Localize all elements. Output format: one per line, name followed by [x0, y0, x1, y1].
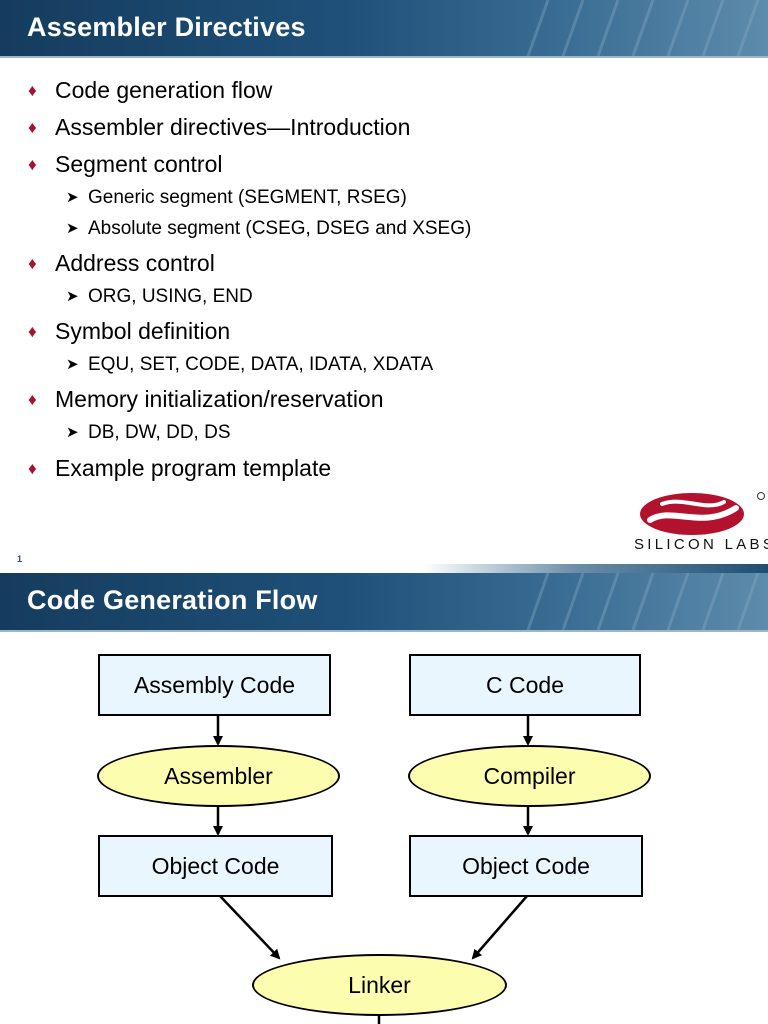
slide-title: Code Generation Flow — [27, 585, 318, 615]
c-code-box: C Code — [409, 654, 641, 716]
title-bar-stripes — [526, 0, 760, 56]
flow-arrows — [213, 716, 533, 1024]
sub-bullet-item: ➤Generic segment (SEGMENT, RSEG) — [66, 187, 407, 208]
arrowhead-bullet-icon: ➤ — [66, 189, 79, 206]
assembly-code-box: Assembly Code — [98, 654, 331, 716]
bullet-item: ♦Address control — [28, 250, 215, 276]
bullet-item: ♦Assembler directives—Introduction — [28, 114, 411, 140]
title-bar: Assembler Directives — [0, 0, 768, 58]
arrow-object-left-to-linker — [219, 895, 281, 960]
linker-oval: Linker — [252, 954, 507, 1016]
diamond-bullet-icon: ♦ — [28, 254, 37, 273]
sub-bullet-item: ➤EQU, SET, CODE, DATA, IDATA, XDATA — [66, 354, 434, 375]
footer-strip — [0, 564, 768, 573]
bullet-item: ♦Segment control — [28, 151, 223, 177]
arrowhead-bullet-icon: ➤ — [66, 220, 79, 237]
slide-assembler-directives: Assembler Directives ♦Code generation fl… — [0, 0, 768, 573]
bullet-item: ♦Symbol definition — [28, 318, 231, 344]
diamond-bullet-icon: ♦ — [28, 81, 37, 100]
assembler-oval: Assembler — [97, 745, 340, 807]
diamond-bullet-icon: ♦ — [28, 459, 37, 478]
sub-bullet-item: ➤DB, DW, DD, DS — [66, 422, 231, 443]
sub-bullet-item: ➤Absolute segment (CSEG, DSEG and XSEG) — [66, 218, 472, 239]
code-generation-flow-diagram: Assembly Code C Code Assembler Compiler … — [0, 573, 768, 1024]
arrowhead-bullet-icon: ➤ — [66, 288, 79, 305]
arrow-object-right-to-linker — [471, 895, 528, 960]
arrowhead-bullet-icon: ➤ — [66, 424, 79, 441]
object-code-box-right: Object Code — [409, 835, 643, 897]
title-bar: Code Generation Flow — [0, 573, 768, 632]
bullet-item: ♦Code generation flow — [28, 77, 273, 103]
silicon-labs-swoosh-icon — [640, 492, 765, 535]
slide-code-generation-flow: Code Generation Flow Assembly Code C Cod… — [0, 573, 768, 1024]
title-bar-stripes — [526, 573, 760, 630]
diamond-bullet-icon: ♦ — [28, 118, 37, 137]
bullet-item: ♦Memory initialization/reservation — [28, 386, 384, 412]
object-code-box-left: Object Code — [98, 835, 333, 897]
page-number: 1 — [17, 554, 23, 564]
diamond-bullet-icon: ♦ — [28, 322, 37, 341]
bullet-item: ♦Example program template — [28, 455, 332, 481]
compiler-oval: Compiler — [408, 745, 651, 807]
silicon-labs-logo: SILICON LABS — [632, 490, 768, 556]
diamond-bullet-icon: ♦ — [28, 155, 37, 174]
logo-wordmark: SILICON LABS — [634, 536, 768, 553]
diamond-bullet-icon: ♦ — [28, 390, 37, 409]
sub-bullet-item: ➤ORG, USING, END — [66, 286, 253, 307]
slide-title: Assembler Directives — [27, 12, 306, 42]
arrowhead-bullet-icon: ➤ — [66, 356, 79, 373]
